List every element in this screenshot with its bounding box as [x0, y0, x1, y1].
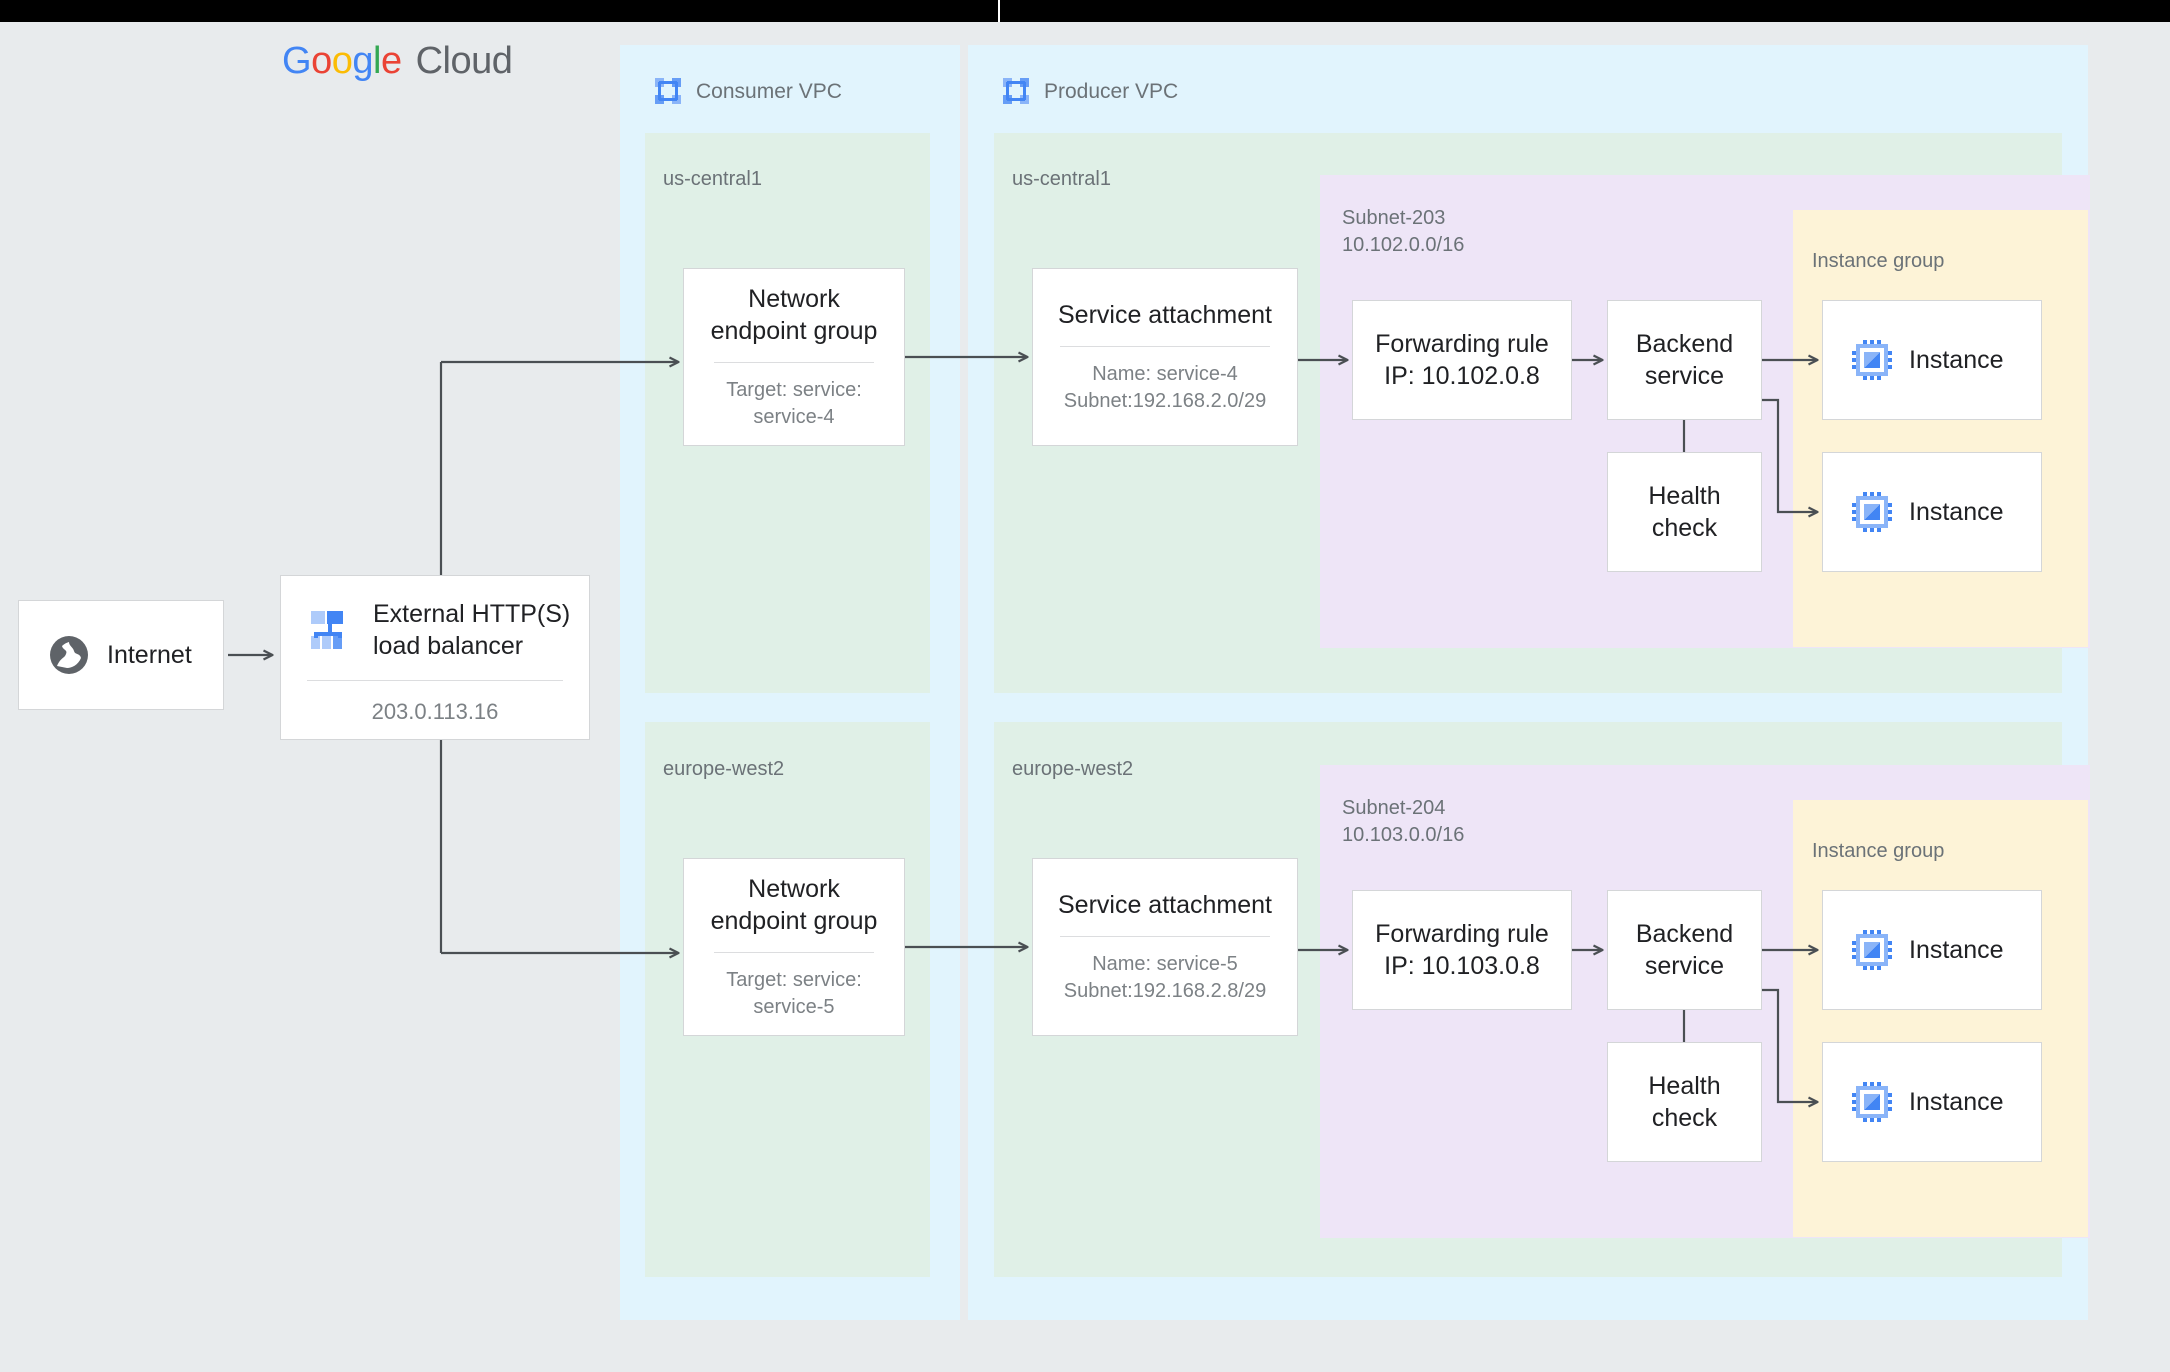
service-attachment-divider-0	[1060, 346, 1270, 348]
health-check-text-0: Health check	[1648, 481, 1721, 543]
logo-letter-g2: g	[352, 40, 373, 82]
backend-service-204[interactable]: Backend service	[1607, 890, 1762, 1010]
internet-card[interactable]: Internet	[18, 600, 224, 710]
load-balancer-card[interactable]: External HTTP(S) load balancer 203.0.113…	[280, 575, 590, 740]
instance-label-204-0: Instance	[1909, 935, 2004, 964]
neg-subtitle-0: Target: service: service-4	[726, 379, 862, 428]
logo-letter-o1: o	[311, 40, 332, 82]
load-balancer-title: External HTTP(S) load balancer	[373, 600, 571, 660]
logo-letter-l: l	[372, 40, 381, 82]
producer-vpc-title: Producer VPC	[1044, 80, 1179, 103]
consumer-region-label-0: us-central1	[663, 168, 762, 190]
instance-label-204-1: Instance	[1909, 1087, 2004, 1116]
logo-letter-e: e	[380, 40, 402, 82]
instance-card-203-1[interactable]: Instance	[1822, 452, 2042, 572]
service-attachment-divider-1	[1060, 936, 1270, 938]
health-check-204[interactable]: Health check	[1607, 1042, 1762, 1162]
service-attachment-title-0: Service attachment	[1058, 301, 1272, 330]
globe-icon	[50, 636, 88, 674]
instance-group-label-0: Instance group	[1812, 250, 1945, 272]
neg-title-0: Network endpoint group	[710, 285, 878, 346]
subnet-204-label: Subnet-204 10.103.0.0/16	[1342, 797, 1465, 846]
forwarding-rule-text-1: Forwarding rule IP: 10.103.0.8	[1375, 919, 1549, 981]
vpc-icon	[1003, 78, 1029, 104]
top-bar-divider	[998, 0, 1000, 22]
consumer-vpc-title: Consumer VPC	[696, 80, 842, 103]
health-check-text-1: Health check	[1648, 1071, 1721, 1133]
internet-label: Internet	[107, 640, 192, 669]
top-black-bar	[0, 0, 2170, 22]
instance-chip-icon	[1852, 930, 1892, 970]
neg-subtitle-1: Target: service: service-5	[726, 969, 862, 1018]
subnet-203-label: Subnet-203 10.102.0.0/16	[1342, 207, 1465, 256]
instance-group-204-panel	[1793, 800, 2088, 1237]
logo-word-cloud: Cloud	[415, 40, 513, 82]
consumer-neg-us-central1[interactable]: Network endpoint group Target: service: …	[683, 268, 905, 446]
vpc-icon	[655, 78, 681, 104]
neg-divider-0	[714, 362, 874, 364]
backend-service-text-0: Backend service	[1635, 329, 1734, 391]
forwarding-rule-text-0: Forwarding rule IP: 10.102.0.8	[1375, 329, 1549, 391]
instance-chip-icon	[1852, 340, 1892, 380]
health-check-203[interactable]: Health check	[1607, 452, 1762, 572]
backend-service-203[interactable]: Backend service	[1607, 300, 1762, 420]
backend-service-text-1: Backend service	[1635, 919, 1734, 981]
instance-chip-icon	[1852, 492, 1892, 532]
neg-divider-1	[714, 952, 874, 954]
service-attachment-subtitle-0: Name: service-4 Subnet:192.168.2.0/29	[1063, 363, 1267, 412]
instance-label-203-1: Instance	[1909, 497, 2004, 526]
instance-card-203-0[interactable]: Instance	[1822, 300, 2042, 420]
instance-label-203-0: Instance	[1909, 345, 2004, 374]
producer-region-label-0: us-central1	[1012, 168, 1111, 190]
logo-letter-g: G	[282, 40, 312, 82]
consumer-neg-europe-west2[interactable]: Network endpoint group Target: service: …	[683, 858, 905, 1036]
load-balancer-divider	[307, 680, 563, 681]
service-attachment-europe-west2[interactable]: Service attachment Name: service-5 Subne…	[1032, 858, 1298, 1036]
producer-region-label-1: europe-west2	[1012, 758, 1134, 780]
instance-card-204-1[interactable]: Instance	[1822, 1042, 2042, 1162]
instance-card-204-0[interactable]: Instance	[1822, 890, 2042, 1010]
service-attachment-subtitle-1: Name: service-5 Subnet:192.168.2.8/29	[1063, 953, 1267, 1002]
forwarding-rule-204[interactable]: Forwarding rule IP: 10.103.0.8	[1352, 890, 1572, 1010]
service-attachment-title-1: Service attachment	[1058, 891, 1272, 920]
instance-group-label-1: Instance group	[1812, 840, 1945, 862]
neg-title-1: Network endpoint group	[710, 875, 878, 936]
google-cloud-logo: Google Cloud	[282, 40, 513, 83]
instance-chip-icon	[1852, 1082, 1892, 1122]
forwarding-rule-203[interactable]: Forwarding rule IP: 10.102.0.8	[1352, 300, 1572, 420]
service-attachment-us-central1[interactable]: Service attachment Name: service-4 Subne…	[1032, 268, 1298, 446]
load-balancer-icon	[311, 611, 343, 649]
consumer-region-label-1: europe-west2	[663, 758, 785, 780]
logo-letter-o2: o	[331, 40, 353, 82]
instance-group-203-panel	[1793, 210, 2088, 647]
load-balancer-ip: 203.0.113.16	[371, 699, 499, 724]
